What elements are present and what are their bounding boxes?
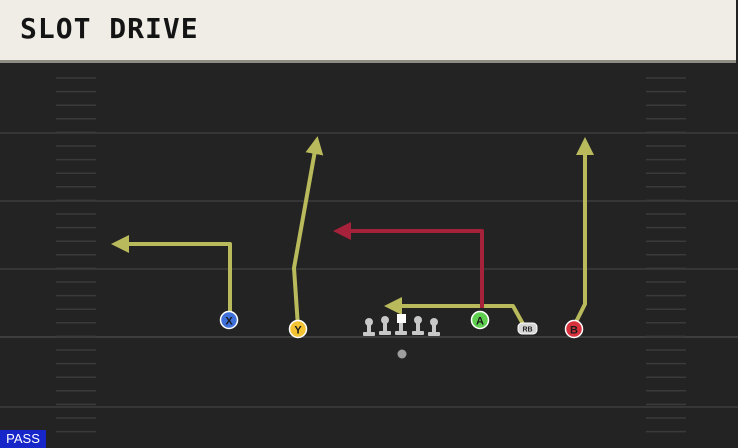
player-rb[interactable]: RB	[517, 322, 538, 335]
player-a[interactable]: A	[470, 310, 490, 330]
player-y[interactable]: Y	[288, 319, 308, 339]
lineman-icon	[428, 318, 440, 336]
player-a-label: A	[476, 316, 484, 328]
play-type-badge: PASS	[0, 430, 46, 448]
center-icon	[395, 314, 407, 335]
play-field: X Y A RB B	[0, 77, 738, 433]
player-x[interactable]: X	[219, 310, 239, 330]
hash-marks-left	[56, 77, 96, 433]
player-b[interactable]: B	[564, 319, 584, 339]
player-x-label: X	[225, 316, 233, 328]
y-route	[292, 136, 324, 328]
a-read-route	[333, 222, 484, 308]
quarterback-marker	[397, 349, 407, 359]
player-y-label: Y	[294, 325, 302, 337]
hash-marks-right	[646, 77, 686, 433]
offensive-line	[363, 314, 440, 336]
player-b-label: B	[570, 325, 578, 337]
b-route	[572, 137, 594, 327]
player-rb-label: RB	[522, 327, 532, 334]
lineman-icon	[379, 316, 391, 335]
lineman-icon	[412, 316, 424, 335]
play-title: SLOT DRIVE	[20, 12, 199, 45]
a-route	[384, 297, 525, 325]
yard-lines	[0, 132, 738, 408]
lineman-icon	[363, 318, 375, 336]
x-route	[111, 235, 232, 320]
play-title-bar: SLOT DRIVE	[0, 0, 736, 63]
